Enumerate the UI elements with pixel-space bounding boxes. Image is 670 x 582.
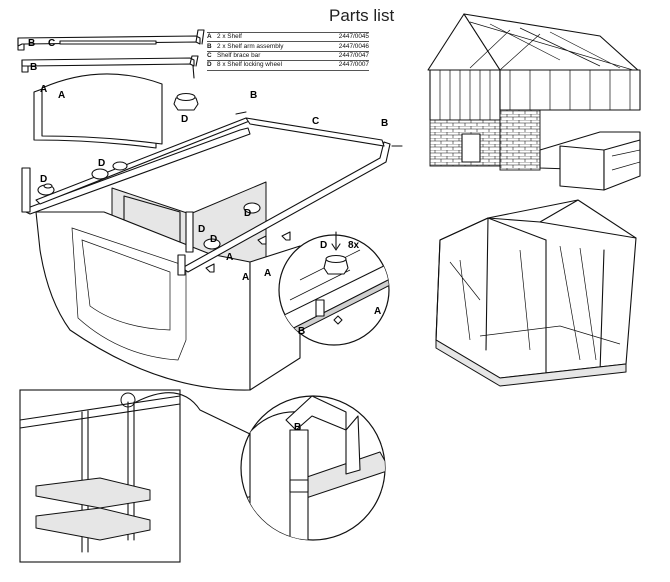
label-d: D (181, 114, 188, 125)
greenhouse-brick-base (427, 13, 641, 191)
part-description: Shelf brace bar (217, 51, 261, 59)
label-a: A (242, 272, 249, 283)
part-description: 2 x Shelf (217, 33, 242, 41)
part-code: 2447/0046 (338, 42, 369, 50)
parts-row: D 8 x Shelf locking wheel 2447/0007 (207, 61, 369, 71)
locking-wheel-icon (37, 183, 55, 196)
label-d: D (210, 234, 217, 245)
label-b: B (28, 38, 35, 49)
part-wheel-d-icon (173, 92, 199, 111)
part-arm-b-top-icon (17, 29, 205, 51)
up-arrow-icon (281, 231, 291, 241)
down-arrow-icon (331, 231, 341, 251)
label-a: A (58, 90, 65, 101)
greenhouse-frame (435, 199, 637, 387)
locking-wheel-icon (203, 238, 221, 250)
label-a: A (374, 306, 381, 317)
arm-detail-circle: B (240, 395, 386, 541)
label-b: B (381, 118, 388, 129)
part-shelf-a-icon (33, 73, 163, 149)
part-code: 2447/0045 (338, 33, 369, 41)
parts-row: A 2 x Shelf 2447/0045 (207, 32, 369, 43)
part-code: 2447/0047 (338, 51, 369, 59)
label-d: D (320, 240, 327, 251)
part-arm-b-bottom-icon (21, 55, 199, 79)
label-qty: 8x (348, 240, 360, 251)
label-d: D (40, 174, 47, 185)
part-letter: C (207, 51, 212, 59)
label-c: C (48, 38, 55, 49)
label-d: D (244, 208, 251, 219)
shelf-detail-box (19, 389, 251, 563)
up-arrow-icon (257, 235, 267, 245)
label-b: B (30, 62, 37, 73)
label-b: B (298, 326, 305, 337)
part-description: 2 x Shelf arm assembly (217, 42, 284, 50)
part-brace-c-icon (59, 40, 157, 45)
label-b: B (294, 422, 301, 433)
leader-line (135, 392, 251, 435)
locking-wheel-icon (91, 168, 109, 180)
part-letter: B (207, 42, 212, 50)
label-d: D (198, 224, 205, 235)
part-letter: D (207, 61, 212, 69)
label-b: B (250, 90, 257, 101)
part-letter: A (207, 33, 212, 41)
parts-list-title: Parts list (329, 6, 395, 25)
parts-list-table: A 2 x Shelf 2447/0045 B 2 x Shelf arm as… (207, 32, 369, 71)
locking-wheel-icon (112, 161, 128, 171)
label-d: D (98, 158, 105, 169)
locking-wheel-icon (243, 202, 261, 214)
parts-row: C Shelf brace bar 2447/0047 (207, 51, 369, 62)
label-a: A (264, 268, 271, 279)
arrow-icon (235, 111, 247, 115)
label-a: A (40, 84, 47, 95)
parts-row: B 2 x Shelf arm assembly 2447/0046 (207, 42, 369, 52)
label-a: A (226, 252, 233, 263)
wheel-detail-circle: D 8x B A (278, 231, 390, 346)
label-c: C (312, 116, 319, 127)
part-code: 2447/0007 (338, 61, 369, 69)
part-description: 8 x Shelf locking wheel (217, 61, 283, 69)
up-arrow-icon (205, 263, 215, 273)
